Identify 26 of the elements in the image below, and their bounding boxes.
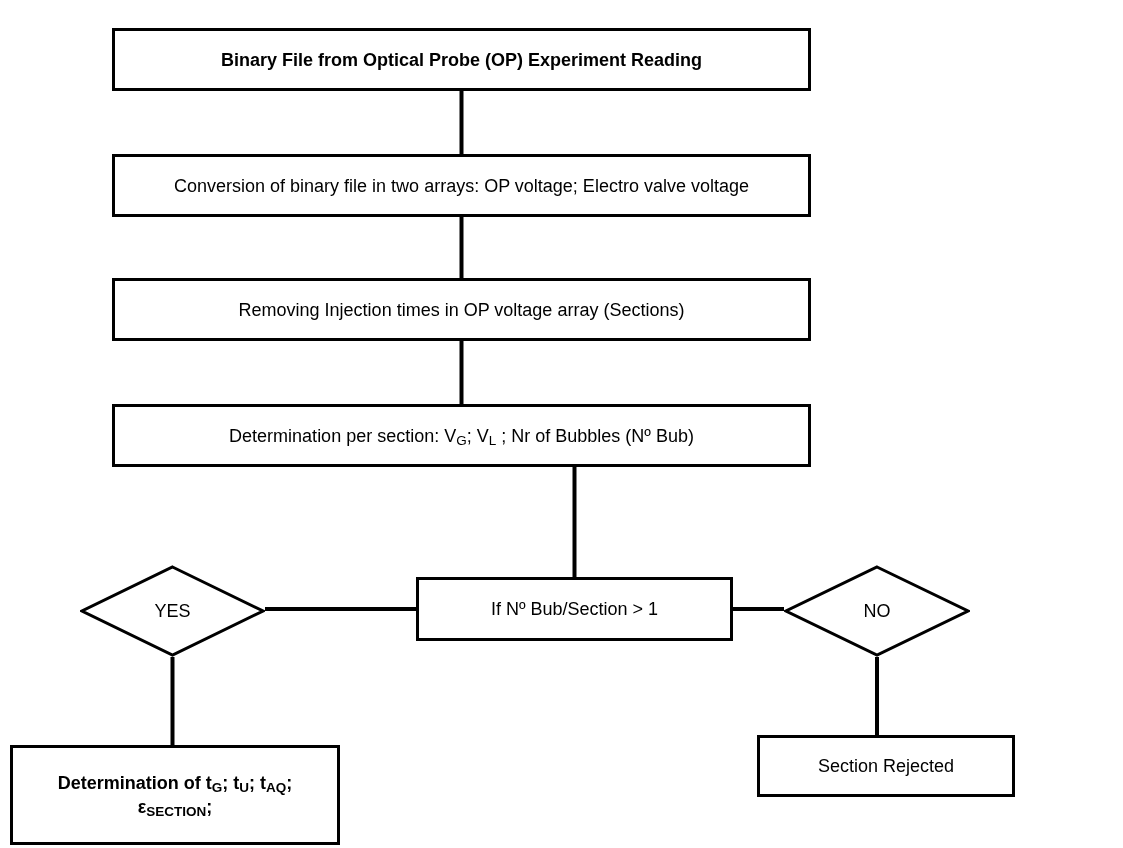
process-box <box>112 404 811 467</box>
node-text: Removing Injection times in OP voltage array (Sections) <box>238 298 685 322</box>
connector-line <box>459 217 464 278</box>
decision-diamond <box>80 565 265 657</box>
connector-line <box>459 341 464 404</box>
node-text: Determination per section: V$_{G}$; V$_{L}$ ; Nr of Bubbles (Nº Bub) <box>229 424 694 448</box>
connector-line <box>170 657 175 745</box>
process-box <box>112 154 811 217</box>
connector-line <box>733 607 784 611</box>
decision-diamond <box>784 565 970 657</box>
connector-line <box>875 657 879 735</box>
node-text: NO <box>863 600 891 623</box>
node-text: Binary File from Optical Probe (OP) Experiment Reading <box>220 48 703 72</box>
node-text: Conversion of binary file in two arrays: OP voltage; Electro valve voltage <box>174 174 749 198</box>
process-box <box>112 28 811 91</box>
process-box <box>416 577 733 641</box>
node-text: If Nº Bub/Section > 1 <box>490 598 659 621</box>
node-text: YES <box>154 600 191 623</box>
node-text: Determination of t$_{G}$; t$_{U}$; t$_{AQ}$; ε$_{SECTION}$; <box>56 772 294 819</box>
process-box <box>757 735 1015 797</box>
connector-line <box>572 467 577 577</box>
process-box <box>10 745 340 845</box>
connector-line <box>265 607 416 611</box>
connector-line <box>459 91 464 154</box>
node-text: Section Rejected <box>817 755 955 778</box>
process-box <box>112 278 811 341</box>
